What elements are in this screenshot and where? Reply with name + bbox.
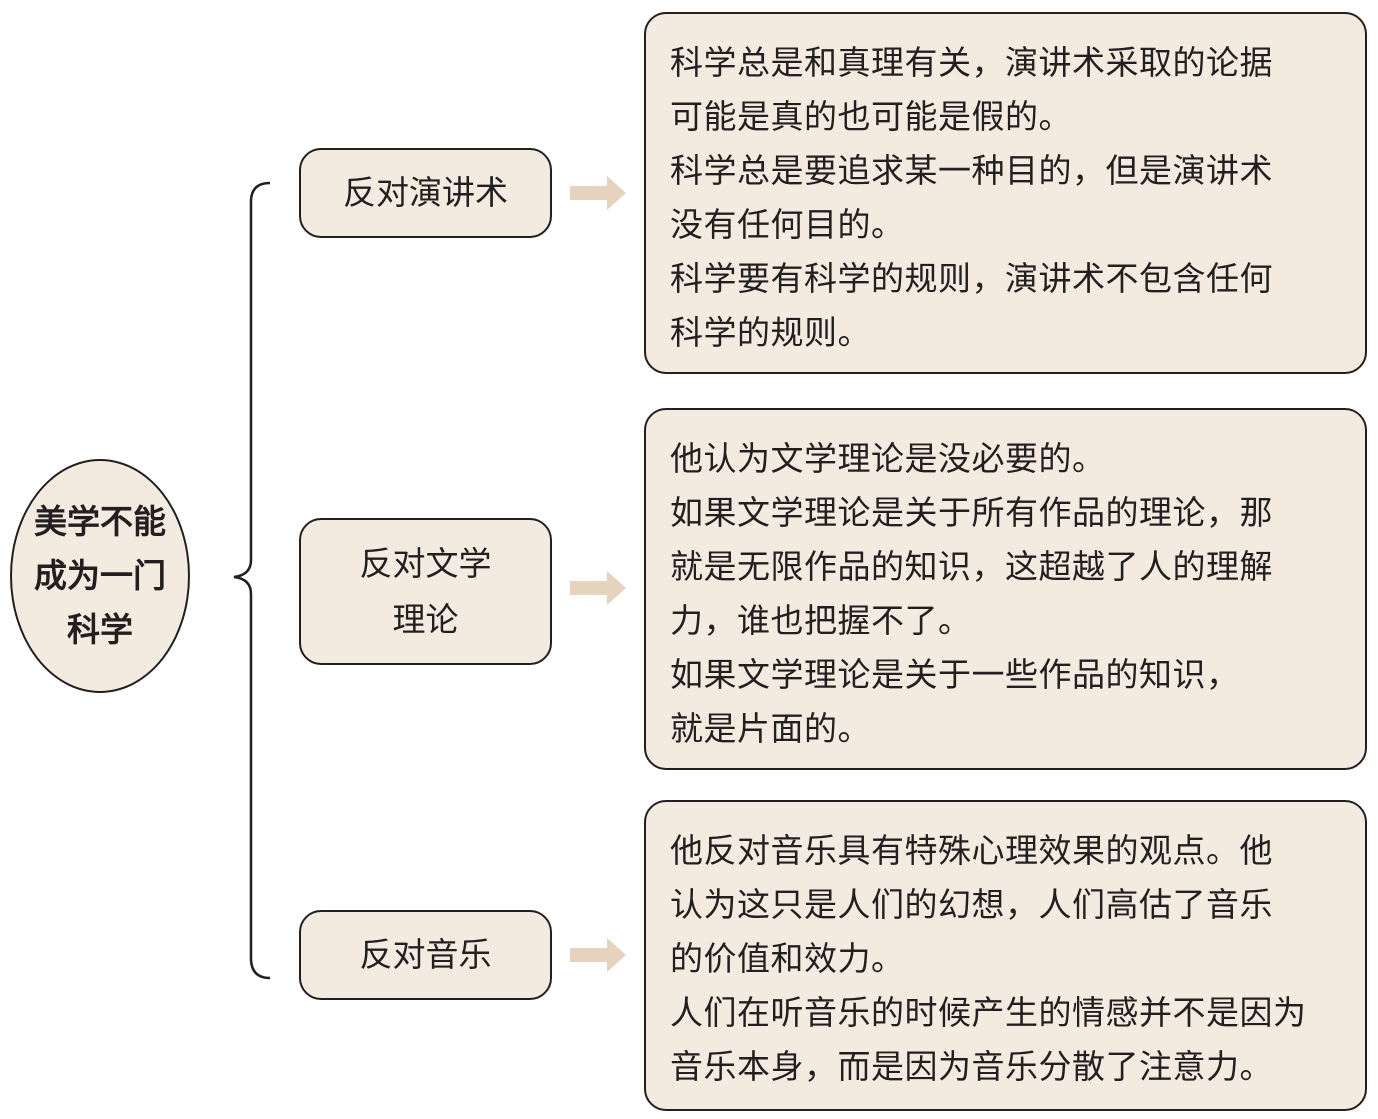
detail-line: 认为这只是人们的幻想，人们高估了音乐	[670, 885, 1273, 924]
detail-line: 的价值和效力。	[670, 939, 905, 978]
detail-line: 科学总是和真理有关，演讲术采取的论据	[670, 43, 1273, 82]
branch-label: 反对文学	[359, 543, 492, 583]
detail-line: 力，谁也把握不了。	[670, 601, 972, 640]
detail-line: 可能是真的也可能是假的。	[670, 97, 1072, 136]
arrow-icon	[570, 571, 626, 605]
detail-literary-theory: 他认为文学理论是没必要的。 如果文学理论是关于所有作品的理论，那 就是无限作品的…	[644, 408, 1367, 770]
root-node: 美学不能 成为一门 科学	[10, 459, 190, 693]
arrow-icon	[570, 176, 626, 210]
detail-line: 如果文学理论是关于一些作品的知识，	[670, 655, 1240, 694]
branch-literary-theory: 反对文学 理论	[299, 518, 552, 665]
detail-line: 科学要有科学的规则，演讲术不包含任何	[670, 259, 1273, 298]
detail-line: 音乐本身，而是因为音乐分散了注意力。	[670, 1047, 1273, 1086]
detail-line: 如果文学理论是关于所有作品的理论，那	[670, 493, 1273, 532]
root-line: 科学	[67, 610, 133, 649]
detail-line: 他反对音乐具有特殊心理效果的观点。他	[670, 831, 1273, 870]
detail-music: 他反对音乐具有特殊心理效果的观点。他 认为这只是人们的幻想，人们高估了音乐 的价…	[644, 800, 1367, 1111]
brace	[233, 181, 271, 980]
branch-speech: 反对演讲术	[299, 148, 552, 238]
detail-line: 就是片面的。	[670, 709, 871, 748]
detail-line: 没有任何目的。	[670, 205, 905, 244]
branch-label: 反对音乐	[359, 935, 492, 974]
branch-label: 理论	[392, 599, 459, 639]
detail-line: 人们在听音乐的时候产生的情感并不是因为	[670, 993, 1307, 1032]
root-line: 成为一门	[34, 556, 166, 595]
root-line: 美学不能	[34, 502, 166, 541]
branch-music: 反对音乐	[299, 910, 552, 1000]
detail-line: 科学总是要追求某一种目的，但是演讲术	[670, 151, 1273, 190]
detail-line: 就是无限作品的知识，这超越了人的理解	[670, 547, 1273, 586]
branch-label: 反对演讲术	[343, 173, 508, 212]
arrow-icon	[570, 938, 626, 972]
detail-speech: 科学总是和真理有关，演讲术采取的论据 可能是真的也可能是假的。 科学总是要追求某…	[644, 12, 1367, 374]
detail-line: 他认为文学理论是没必要的。	[670, 439, 1106, 478]
detail-line: 科学的规则。	[670, 313, 871, 352]
